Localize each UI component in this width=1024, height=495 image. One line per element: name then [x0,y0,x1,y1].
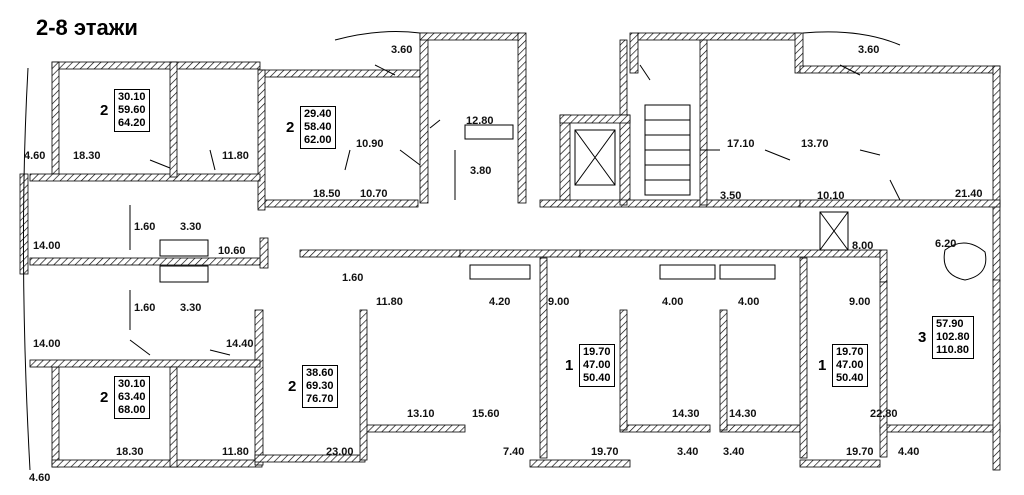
total-area: 69.30 [306,380,334,392]
total-area-with-balcony: 76.70 [306,393,334,405]
room-area: 17.10 [727,138,755,150]
apartment-label: 3 57.90 102.80 110.80 [918,316,974,359]
room-area: 8.00 [852,240,874,252]
total-area: 63.40 [118,391,146,403]
living-area: 30.10 [118,378,146,390]
room-area: 3.30 [180,221,202,233]
room-area: 11.80 [376,296,403,308]
room-area: 3.60 [391,44,413,56]
room-area: 1.60 [134,302,156,314]
room-area: 18.30 [73,150,101,162]
apartment-label: 2 30.10 59.60 64.20 [100,89,150,132]
total-area-with-balcony: 50.40 [836,372,864,384]
total-area-with-balcony: 68.00 [118,404,146,416]
room-area: 14.40 [226,338,254,350]
apartment-areas: 30.10 59.60 64.20 [114,89,150,132]
apartment-areas: 29.40 58.40 62.00 [300,106,336,149]
room-area: 18.30 [116,446,144,458]
room-area: 10.10 [817,190,845,202]
apartment-rooms: 3 [918,328,927,346]
total-area-with-balcony: 62.00 [304,134,332,146]
apartment-label: 2 38.60 69.30 76.70 [288,365,338,408]
room-area: 11.80 [222,446,249,458]
room-area: 11.80 [222,150,249,162]
total-area-with-balcony: 50.40 [583,372,611,384]
room-area: 13.10 [407,408,435,420]
room-area: 12.80 [466,115,494,127]
room-area: 1.60 [134,221,156,233]
walls [19,32,1001,471]
room-area: 4.40 [898,446,920,458]
room-area: 3.50 [720,190,742,202]
apartment-rooms: 1 [818,356,827,374]
room-area: 10.70 [360,188,388,200]
room-area: 4.00 [738,296,760,308]
living-area: 19.70 [836,346,864,358]
apartment-rooms: 1 [565,356,574,374]
room-area: 4.00 [662,296,684,308]
room-area: 19.70 [846,446,874,458]
room-area: 21.40 [955,188,983,200]
apartment-rooms: 2 [288,377,297,395]
room-area: 14.30 [672,408,700,420]
room-area: 19.70 [591,446,619,458]
total-area-with-balcony: 64.20 [118,117,146,129]
room-area: 18.50 [313,188,341,200]
apartment-label: 1 19.70 47.00 50.40 [818,344,868,387]
room-area: 10.60 [218,245,246,257]
room-area: 4.60 [24,150,46,162]
floor-title: 2-8 этажи [36,15,138,40]
living-area: 29.40 [304,108,332,120]
room-area: 14.00 [33,338,61,350]
total-area: 47.00 [583,359,611,371]
apartment-rooms: 2 [100,388,109,406]
room-area: 9.00 [849,296,871,308]
living-area: 30.10 [118,91,146,103]
apartment-label: 2 30.10 63.40 68.00 [100,376,150,419]
apartment-rooms: 2 [286,118,295,136]
room-area: 10.90 [356,138,384,150]
room-area: 4.20 [489,296,511,308]
total-area: 47.00 [836,359,864,371]
room-area: 15.60 [472,408,500,420]
apartment-areas: 57.90 102.80 110.80 [932,316,974,359]
apartment-label: 1 19.70 47.00 50.40 [565,344,615,387]
room-area: 13.70 [801,138,829,150]
living-area: 38.60 [306,367,334,379]
living-area: 57.90 [936,318,964,330]
room-area: 14.00 [33,240,61,252]
total-area-with-balcony: 110.80 [936,344,970,356]
total-area: 59.60 [118,104,146,116]
room-area: 3.40 [677,446,699,458]
room-area: 3.30 [180,302,202,314]
room-area: 22.80 [870,408,898,420]
apartment-label: 2 29.40 58.40 62.00 [286,106,336,149]
apartment-areas: 19.70 47.00 50.40 [832,344,868,387]
room-area: 23.00 [326,446,354,458]
room-area: 6.20 [935,238,957,250]
room-area: 7.40 [503,446,525,458]
details [22,31,987,471]
apartment-areas: 19.70 47.00 50.40 [579,344,615,387]
apartment-areas: 30.10 63.40 68.00 [114,376,150,419]
room-area: 9.00 [548,296,570,308]
room-area: 3.80 [470,165,492,177]
room-area: 3.60 [858,44,880,56]
total-area: 102.80 [936,331,970,343]
room-area: 4.60 [29,472,51,484]
room-area: 14.30 [729,408,757,420]
total-area: 58.40 [304,121,332,133]
living-area: 19.70 [583,346,611,358]
apartment-rooms: 2 [100,101,109,119]
room-area: 1.60 [342,272,364,284]
apartment-areas: 38.60 69.30 76.70 [302,365,338,408]
room-area: 3.40 [723,446,745,458]
